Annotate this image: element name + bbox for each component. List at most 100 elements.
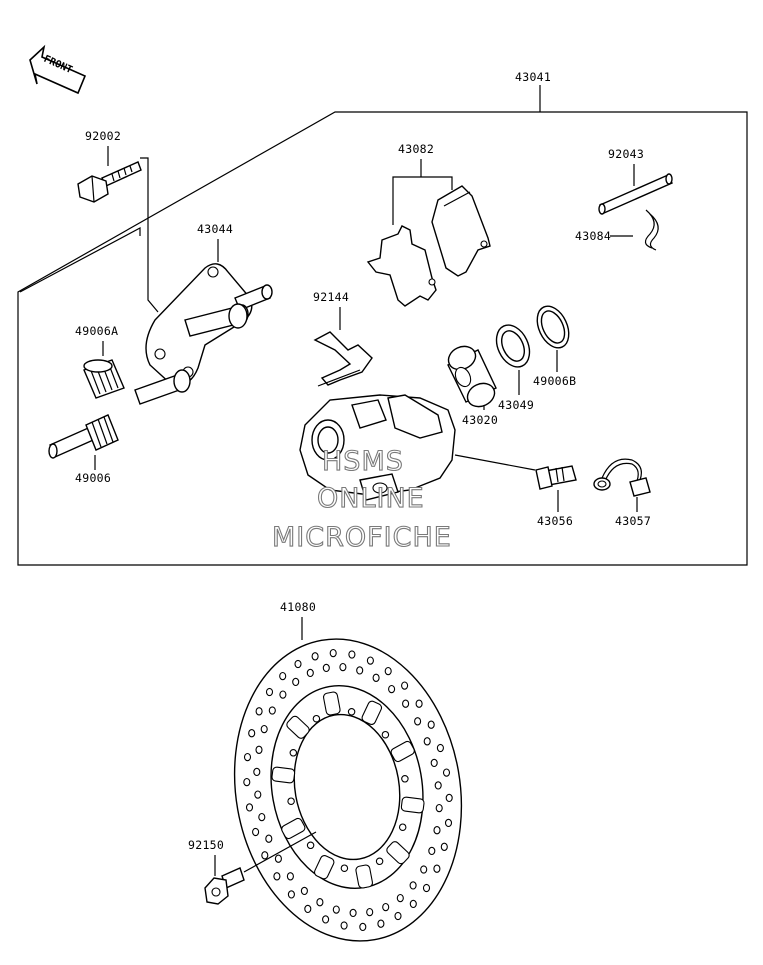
part-label-92002[interactable]: 92002	[85, 129, 121, 143]
disc-hole	[366, 907, 374, 917]
disc-hole	[340, 921, 348, 930]
disc-bolt-92150	[204, 867, 245, 905]
pad-pin-92043	[598, 173, 673, 215]
piston-43020	[447, 345, 497, 408]
disc-mount-hole	[312, 714, 321, 723]
disc-mount-hole	[398, 823, 407, 831]
disc-hole	[261, 851, 269, 860]
disc-hole	[329, 648, 337, 658]
disc-mount-hole	[347, 708, 356, 716]
disc-mount-hole	[375, 857, 384, 866]
part-label-41080[interactable]: 41080	[280, 600, 316, 614]
clip-43084	[644, 209, 659, 251]
disc-hole	[372, 673, 380, 682]
disc-hole	[382, 902, 390, 912]
disc-vent	[281, 817, 306, 840]
watermark-line2: ONLINE	[317, 483, 425, 514]
part-label-92144[interactable]: 92144	[313, 290, 349, 304]
part-label-43041[interactable]: 43041	[515, 70, 551, 84]
seal-49006B	[536, 305, 570, 349]
disc-hole	[265, 834, 273, 843]
disc-hole	[279, 671, 287, 681]
disc-hole	[322, 663, 330, 673]
caliper-body	[299, 394, 536, 501]
disc-hole	[248, 729, 256, 738]
disc-vent	[313, 855, 335, 880]
disc-hole	[252, 827, 260, 837]
bleeder-cap-43057	[593, 458, 651, 497]
disc-hole	[287, 890, 295, 899]
disc-vent	[400, 796, 425, 814]
disc-hole	[316, 898, 324, 907]
disc-hole	[401, 681, 409, 690]
disc-hole	[434, 781, 442, 790]
disc-hole	[274, 854, 282, 863]
pad-spring-92144	[313, 331, 373, 387]
disc-hole	[306, 668, 314, 678]
part-label-43049[interactable]: 43049	[498, 398, 534, 412]
disc-hole	[279, 690, 287, 699]
part-label-43082[interactable]: 43082	[398, 142, 434, 156]
front-arrow-icon: FRONT	[29, 44, 87, 95]
disc-vent	[355, 864, 374, 889]
brake-pad-43082	[366, 185, 491, 307]
disc-hole	[300, 886, 308, 896]
part-label-43056[interactable]: 43056	[537, 514, 573, 528]
disc-hole	[433, 864, 441, 873]
disc-hole	[356, 666, 364, 675]
disc-hole	[433, 826, 441, 835]
disc-mount-hole	[287, 797, 295, 805]
disc-hole	[427, 720, 435, 729]
disc-hole	[268, 706, 276, 715]
assembly-outline	[17, 111, 748, 566]
disc-vent	[361, 700, 383, 725]
part-label-43020[interactable]: 43020	[462, 413, 498, 427]
disc-vent	[390, 740, 415, 763]
disc-hole	[286, 872, 294, 881]
disc-hole	[394, 911, 402, 921]
disc-hole	[442, 768, 451, 777]
disc-hole	[430, 758, 438, 768]
disc-hole	[255, 707, 263, 716]
disc-hole	[420, 865, 428, 874]
part-label-49006B[interactable]: 49006B	[533, 374, 576, 388]
disc-hole	[415, 699, 423, 708]
disc-hole	[311, 652, 319, 661]
part-label-43044[interactable]: 43044	[197, 222, 233, 236]
disc-vent	[286, 715, 310, 739]
disc-hole	[348, 650, 356, 659]
disc-hole	[294, 659, 302, 669]
disc-hole	[402, 699, 410, 708]
disc-hole	[255, 745, 263, 754]
watermark: HSMS ONLINE MICROFICHE	[271, 445, 452, 553]
disc-vent	[322, 691, 341, 716]
disc-hole	[243, 752, 252, 762]
disc-hole	[409, 881, 417, 890]
disc-hole	[304, 904, 312, 914]
disc-hole	[436, 743, 444, 753]
disc-hole	[273, 872, 281, 881]
part-label-92150[interactable]: 92150	[188, 838, 224, 852]
disc-mount-hole	[289, 749, 298, 757]
disc-mount-hole	[306, 841, 315, 850]
disc-hole	[260, 724, 268, 734]
brake-disc-41080	[233, 638, 463, 942]
disc-hole	[243, 777, 251, 787]
disc-hole	[414, 717, 422, 726]
disc-hole	[359, 922, 367, 932]
disc-mount-hole	[401, 775, 409, 783]
part-label-43084[interactable]: 43084	[575, 229, 611, 243]
disc-hole	[409, 899, 417, 909]
disc-hole	[384, 666, 392, 676]
part-label-49006[interactable]: 49006	[75, 471, 111, 485]
disc-hole	[322, 915, 330, 924]
disc-hole	[258, 812, 266, 822]
disc-hole	[292, 677, 300, 687]
part-label-49006A[interactable]: 49006A	[75, 324, 118, 338]
disc-hole	[445, 793, 453, 803]
part-label-92043[interactable]: 92043	[608, 147, 644, 161]
part-label-43057[interactable]: 43057	[615, 514, 651, 528]
watermark-line3: MICROFICHE	[272, 522, 452, 553]
disc-hole	[388, 684, 396, 694]
